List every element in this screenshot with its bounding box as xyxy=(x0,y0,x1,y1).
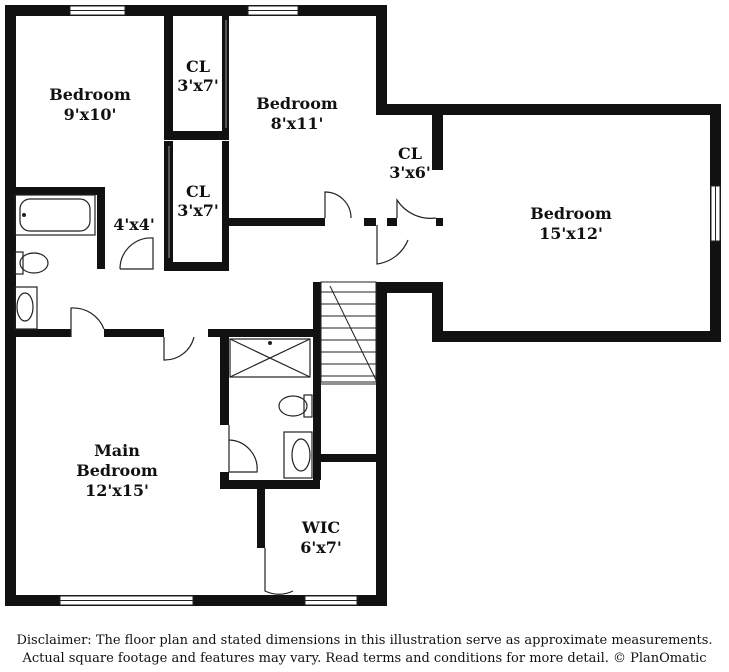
disclaimer-line-1: Disclaimer: The floor plan and stated di… xyxy=(16,633,713,648)
floor-plan: Bedroom 9'x10' CL 3'x7' Bedroom 8'x11' C… xyxy=(5,5,721,606)
hall-bath-fixtures xyxy=(14,194,96,330)
bedroom-e-dims: 15'x12' xyxy=(539,224,603,243)
main-bedroom-name-1: Main xyxy=(94,441,140,460)
wic-name: WIC xyxy=(301,518,340,537)
bedroom-n-name: Bedroom xyxy=(256,94,338,113)
bathtub-icon xyxy=(14,194,96,236)
doors xyxy=(70,191,437,595)
closet-3-name: CL xyxy=(398,144,422,163)
toilet-icon xyxy=(278,394,313,418)
closet-1-name: CL xyxy=(186,57,210,76)
closet-1-dims: 3'x7' xyxy=(177,76,219,95)
closet-3-dims: 3'x6' xyxy=(389,163,431,182)
stairs xyxy=(320,281,377,385)
main-bedroom-name-2: Bedroom xyxy=(76,461,158,480)
windows xyxy=(59,5,721,606)
toilet-icon xyxy=(14,251,49,275)
bedroom-e-name: Bedroom xyxy=(530,204,612,223)
closet-2-name: CL xyxy=(186,182,210,201)
closet-slider-lines xyxy=(168,20,227,258)
disclaimer: Disclaimer: The floor plan and stated di… xyxy=(0,632,729,668)
shower-icon xyxy=(229,338,311,378)
closet-2-dims: 3'x7' xyxy=(177,201,219,220)
main-bath-fixtures xyxy=(229,338,313,479)
bedroom-nw-name: Bedroom xyxy=(49,85,131,104)
sink-icon xyxy=(14,286,38,330)
main-bedroom-dims: 12'x15' xyxy=(85,481,149,500)
window-lines xyxy=(60,10,716,601)
linen-dims: 4'x4' xyxy=(113,215,155,234)
bedroom-nw-dims: 9'x10' xyxy=(64,105,117,124)
sink-icon xyxy=(283,431,313,479)
room-labels: Bedroom 9'x10' CL 3'x7' Bedroom 8'x11' C… xyxy=(49,57,612,557)
bedroom-n-dims: 8'x11' xyxy=(271,114,324,133)
wic-dims: 6'x7' xyxy=(300,538,342,557)
disclaimer-line-2: Actual square footage and features may v… xyxy=(22,651,707,666)
